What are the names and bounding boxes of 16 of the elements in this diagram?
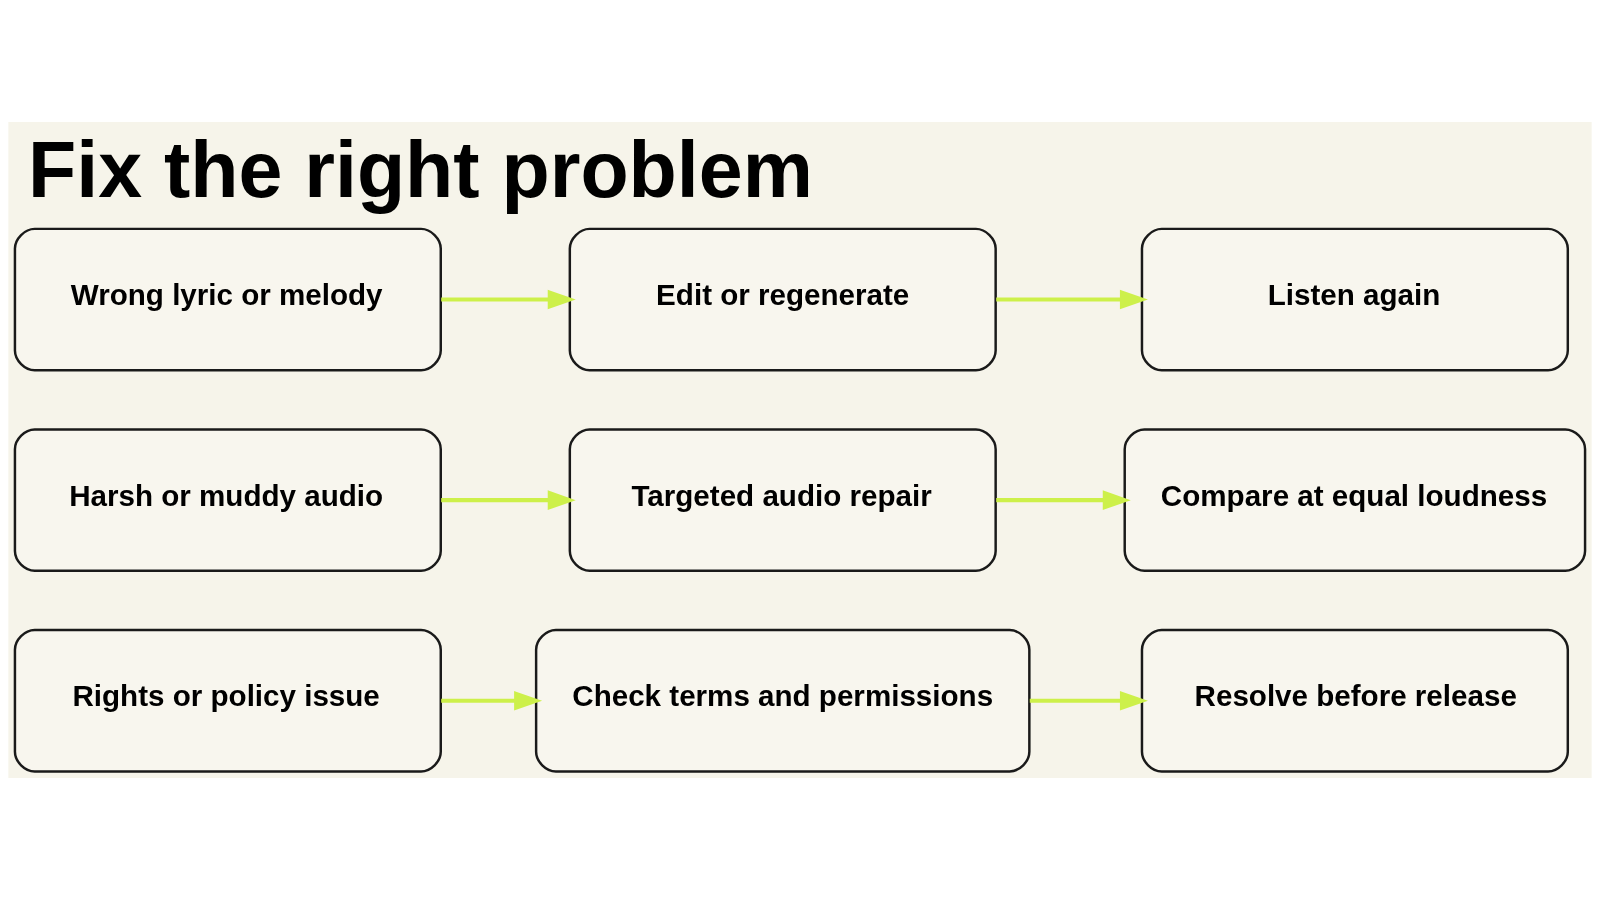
node-box: Harsh or muddy audio bbox=[13, 428, 442, 573]
arrow bbox=[441, 690, 543, 711]
arrow bbox=[1029, 690, 1148, 711]
node-box: Rights or policy issue bbox=[13, 628, 442, 773]
node-box: Targeted audio repair bbox=[568, 428, 997, 573]
node-box: Wrong lyric or melody bbox=[13, 227, 442, 372]
node-box: Resolve before release bbox=[1140, 628, 1570, 773]
node-box: Edit or regenerate bbox=[568, 227, 997, 372]
arrow bbox=[996, 490, 1131, 510]
arrow bbox=[996, 289, 1148, 310]
node-box: Compare at equal loudness bbox=[1123, 428, 1587, 573]
node-box: Check terms and permissions bbox=[534, 628, 1031, 773]
node-box: Listen again bbox=[1140, 227, 1570, 372]
arrow bbox=[441, 490, 576, 510]
diagram-title: Fix the right problem bbox=[28, 125, 813, 214]
arrow bbox=[441, 289, 576, 310]
